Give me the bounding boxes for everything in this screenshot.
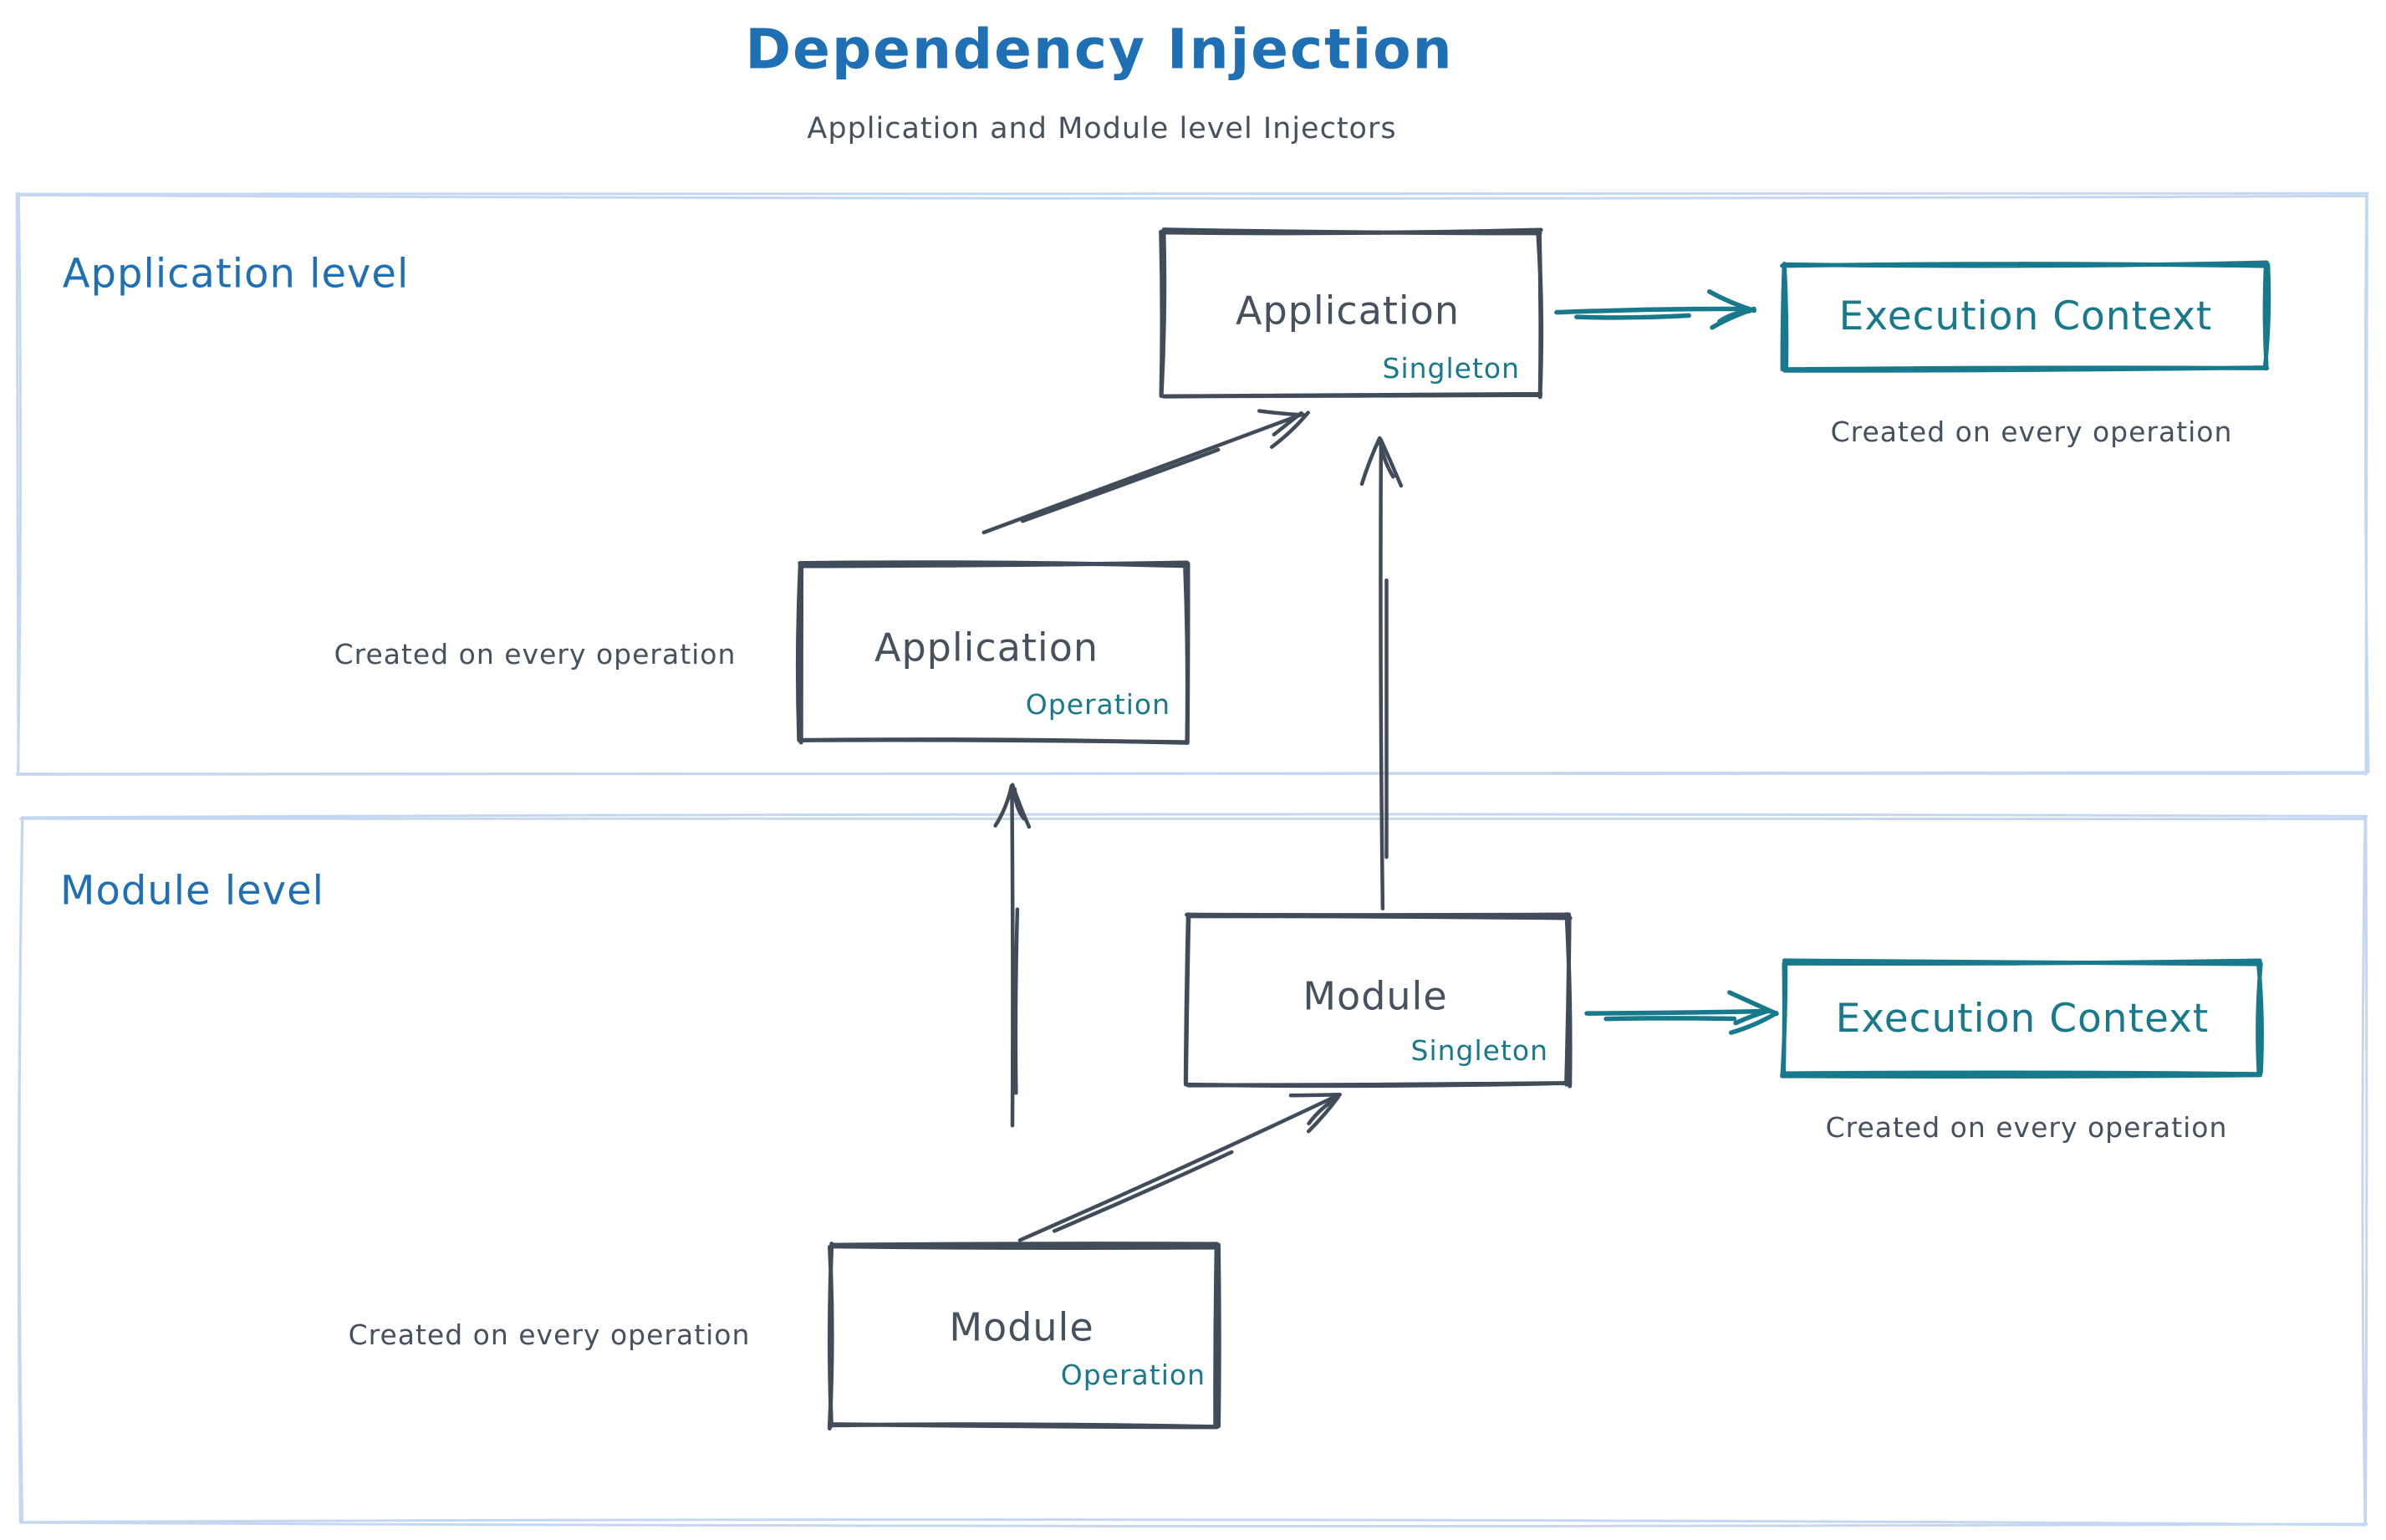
application-singleton-box-title: Application <box>1235 288 1461 334</box>
arrow-module-singleton-to-execution-context <box>1584 990 1779 1035</box>
module-execution-context-label: Execution Context <box>1835 996 2210 1043</box>
module-singleton-box-outline <box>1183 912 1573 1089</box>
module-operation-box-title: Module <box>949 1304 1094 1350</box>
application-operation-box-title: Application <box>874 625 1099 671</box>
arrow-module-singleton-to-app-singleton <box>1359 436 1404 910</box>
application-operation-box-outline <box>795 560 1190 745</box>
module-section-label: Module level <box>60 867 324 915</box>
application-execution-context-label: Execution Context <box>1838 293 2213 340</box>
module-singleton-box-title: Module <box>1303 973 1448 1019</box>
application-singleton-box-outline <box>1159 227 1544 400</box>
module-singleton-box-scope: Singleton <box>1410 1033 1548 1067</box>
diagram-subtitle: Application and Module level Injectors <box>807 111 1397 145</box>
arrow-app-singleton-to-execution-context <box>1554 289 1756 330</box>
execution-context-top-box-outline <box>1780 260 2271 373</box>
application-execution-context-caption: Created on every operation <box>1830 415 2233 448</box>
arrow-app-operation-to-app-singleton <box>981 409 1310 535</box>
module-execution-context-caption: Created on every operation <box>1825 1110 2228 1144</box>
diagram-title: Dependency Injection <box>745 17 1454 82</box>
application-operation-caption: Created on every operation <box>334 637 737 671</box>
application-section-label: Application level <box>62 250 410 298</box>
module-operation-box-scope: Operation <box>1060 1358 1206 1391</box>
execution-context-bottom-box-outline <box>1780 958 2264 1079</box>
application-operation-box-scope: Operation <box>1025 687 1170 721</box>
module-operation-box-outline <box>827 1242 1221 1430</box>
arrow-module-operation-to-module-singleton <box>1017 1092 1342 1242</box>
module-operation-caption: Created on every operation <box>348 1318 751 1351</box>
arrow-module-operation-to-app-operation <box>993 783 1032 1128</box>
application-singleton-box-scope: Singleton <box>1382 351 1520 385</box>
